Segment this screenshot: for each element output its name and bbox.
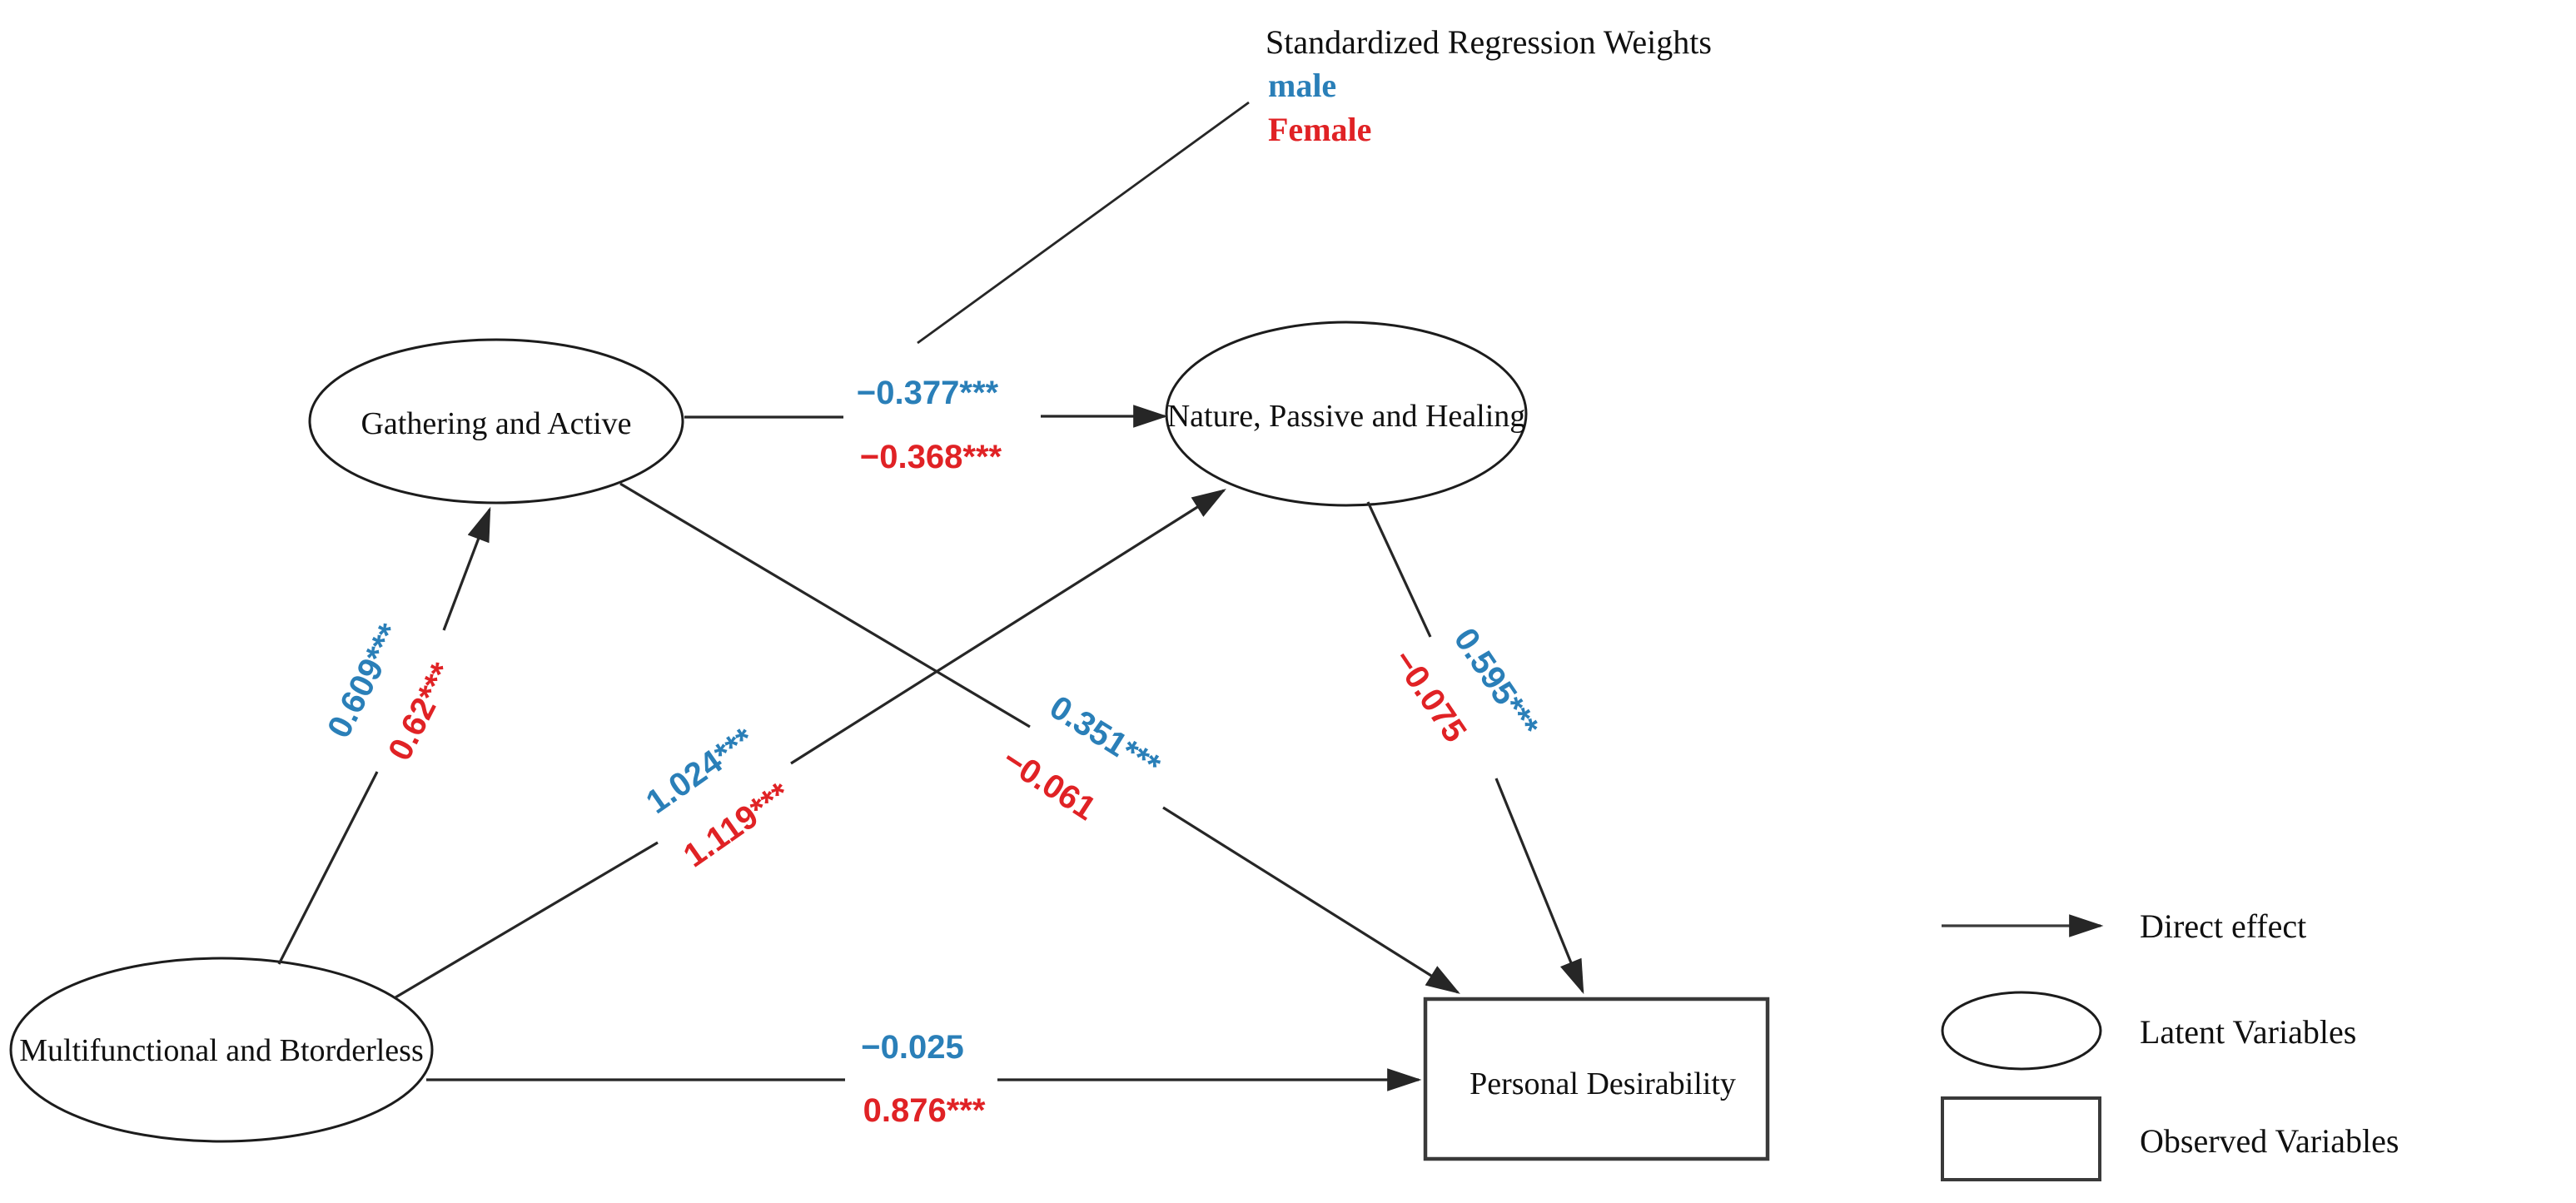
coef-multifunctional-to-personal-male: −0.025: [861, 1029, 964, 1066]
arrow-multifunctional-to-nature-head: [790, 489, 1226, 765]
arrow-nature-to-personal-head: [1494, 778, 1584, 995]
arrow-gathering-to-personal-segment: [619, 482, 1031, 728]
node-label-personal-desirability: Personal Desirability: [1470, 1066, 1736, 1101]
coef-gathering-to-nature-female: −0.368***: [859, 439, 1002, 475]
latent-ellipse-gathering: [308, 338, 684, 505]
legend-observed-variables-label: Observed Variables: [2140, 1122, 2399, 1160]
arrow-gathering-to-personal-head: [1162, 806, 1460, 994]
legend-latent-ellipse: [1941, 991, 2102, 1071]
observed-rect-personal-desirability: [1423, 997, 1770, 1161]
arrow-nature-to-personal-segment: [1366, 501, 1432, 638]
legend-latent-variables-label: Latent Variables: [2140, 1013, 2357, 1051]
arrow-multifunctional-to-gathering-head: [442, 506, 491, 631]
top-legend-title: Standardized Regression Weights: [1266, 23, 1712, 61]
top-legend-female-label: Female: [1268, 111, 1372, 148]
legend-direct-effect-label: Direct effect: [2140, 907, 2307, 945]
node-label-multifunctional: Multifunctional and Btorderless: [19, 1033, 424, 1068]
arrow-multifunctional-to-gathering-segment: [277, 771, 379, 965]
node-label-nature: Nature, Passive and Healing: [1166, 399, 1526, 434]
arrow-multifunctional-to-nature-segment: [395, 841, 659, 999]
latent-ellipse-multifunctional: [9, 957, 434, 1143]
top-legend-male-label: male: [1268, 67, 1337, 104]
coef-multifunctional-to-personal-female: 0.876***: [863, 1092, 986, 1129]
node-label-gathering: Gathering and Active: [361, 406, 632, 441]
coef-gathering-to-nature-male: −0.377***: [856, 375, 999, 411]
legend-observed-rect: [1941, 1096, 2101, 1181]
legend-callout-line: [917, 101, 1250, 345]
